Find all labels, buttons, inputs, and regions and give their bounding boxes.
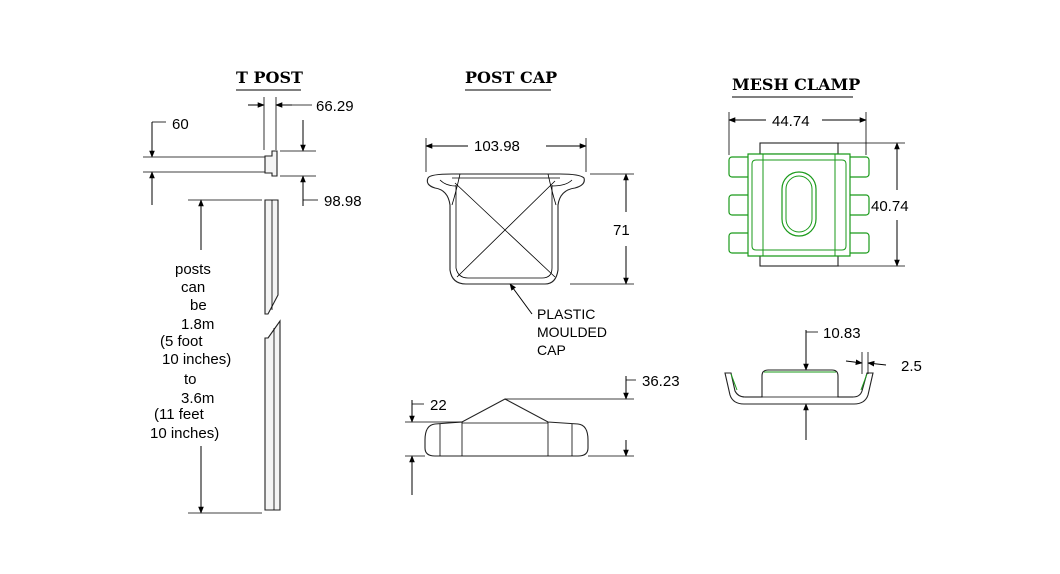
mesh-clamp-height-dimension: 40.74	[838, 142, 909, 267]
mesh-clamp-thickness-dimension: 2.5	[845, 352, 922, 375]
t-post-width-label: 66.29	[316, 98, 354, 115]
mesh-clamp-section: MESH CLAMP 44.7	[724, 75, 922, 440]
post-cap-top-view	[426, 173, 585, 285]
t-post-section: T POST 66.29 60	[143, 68, 362, 514]
t-post-length-note: posts can be 1.8m (5 foot 10 inches) to …	[150, 261, 235, 442]
post-cap-height-label: 71	[613, 222, 630, 239]
post-cap-label: PLASTIC MOULDED CAP	[537, 306, 611, 358]
t-post-plan-view	[143, 150, 278, 177]
mesh-clamp-height-label: 40.74	[871, 198, 909, 215]
mesh-clamp-depth-label: 10.83	[823, 325, 861, 342]
post-cap-peak-dimension: 22	[405, 397, 462, 495]
post-cap-height-dimension: 71	[570, 173, 634, 285]
post-cap-label-leader	[509, 283, 533, 315]
mesh-clamp-title: MESH CLAMP	[732, 75, 860, 94]
post-cap-side-view	[424, 398, 589, 457]
t-post-length-dimension	[188, 199, 262, 514]
post-cap-total-height-label: 36.23	[642, 373, 680, 390]
mesh-clamp-width-label: 44.74	[772, 113, 810, 130]
t-post-flange-label: 60	[172, 116, 189, 133]
mesh-clamp-side-view	[724, 369, 874, 405]
t-post-width-dimension: 66.29	[248, 97, 354, 150]
post-cap-section: POST CAP 103.98 71	[405, 68, 680, 495]
t-post-title: T POST	[236, 68, 303, 87]
mesh-clamp-depth-dimension: 10.83	[803, 325, 861, 440]
t-post-depth-label: 98.98	[324, 193, 362, 210]
t-post-elevation	[264, 199, 281, 511]
post-cap-title: POST CAP	[465, 68, 557, 87]
t-post-depth-dimension: 98.98	[280, 120, 362, 210]
post-cap-peak-label: 22	[430, 397, 447, 414]
mesh-clamp-thickness-label: 2.5	[901, 358, 922, 375]
post-cap-total-height-dimension: 36.23	[505, 373, 680, 457]
post-cap-width-label: 103.98	[474, 138, 520, 155]
mesh-clamp-plan-view	[728, 142, 870, 267]
post-cap-width-dimension: 103.98	[425, 138, 587, 172]
t-post-flange-dimension: 60	[149, 116, 189, 205]
mesh-clamp-width-dimension: 44.74	[728, 112, 867, 155]
